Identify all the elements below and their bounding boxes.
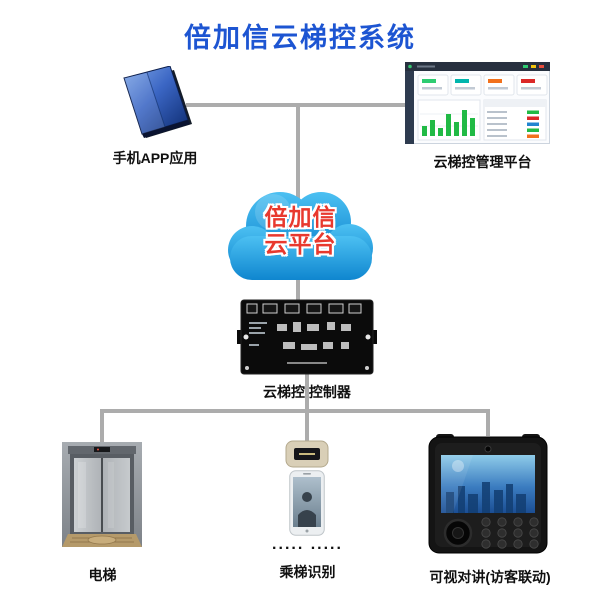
recognition-reader-image: [285, 440, 329, 468]
phone-illustration: [123, 65, 192, 138]
cloud-name-line2: 云平台: [264, 231, 337, 258]
connector-top-to-cloud: [296, 103, 300, 203]
controller-illustration: [237, 299, 377, 375]
phone-app-label: 手机APP应用: [112, 150, 198, 166]
cloud-shape: 倍加信 云平台: [218, 178, 383, 293]
recognition-terminal-image: [289, 470, 325, 536]
elevator-illustration: [62, 442, 142, 547]
cloud-platform-name: 倍加信 云平台: [218, 204, 383, 258]
dashboard-illustration: [405, 62, 550, 144]
connector-bus-horizontal: [100, 409, 490, 413]
controller-label: 云梯控 控制器: [263, 384, 351, 400]
cloud-illustration: [228, 192, 373, 280]
cloud-name-line1: 倍加信: [264, 204, 337, 230]
recognition-reader-illustration: [285, 440, 329, 468]
connector-cloud-to-controller: [296, 268, 300, 304]
elevator-image: [62, 442, 142, 547]
management-platform-label: 云梯控管理平台: [433, 154, 532, 170]
intercom-label: 可视对讲(访客联动): [429, 569, 551, 585]
connector-drop-intercom: [486, 409, 490, 436]
connector-drop-recognition: [305, 409, 309, 442]
recognition-terminal-illustration: [289, 470, 325, 536]
dashboard-image: [405, 62, 550, 144]
controller-image: [237, 298, 377, 376]
connector-drop-elevator: [100, 409, 104, 444]
phone-image: [112, 65, 197, 146]
recognition-dots: ..... .....: [272, 536, 343, 553]
page-title: 倍加信云梯控系统: [184, 23, 416, 53]
connector-controller-to-bus: [305, 374, 309, 411]
elevator-label: 电梯: [88, 567, 117, 583]
intercom-image: [428, 434, 548, 556]
recognition-label: 乘梯识别: [279, 564, 336, 580]
intercom-illustration: [428, 434, 548, 554]
